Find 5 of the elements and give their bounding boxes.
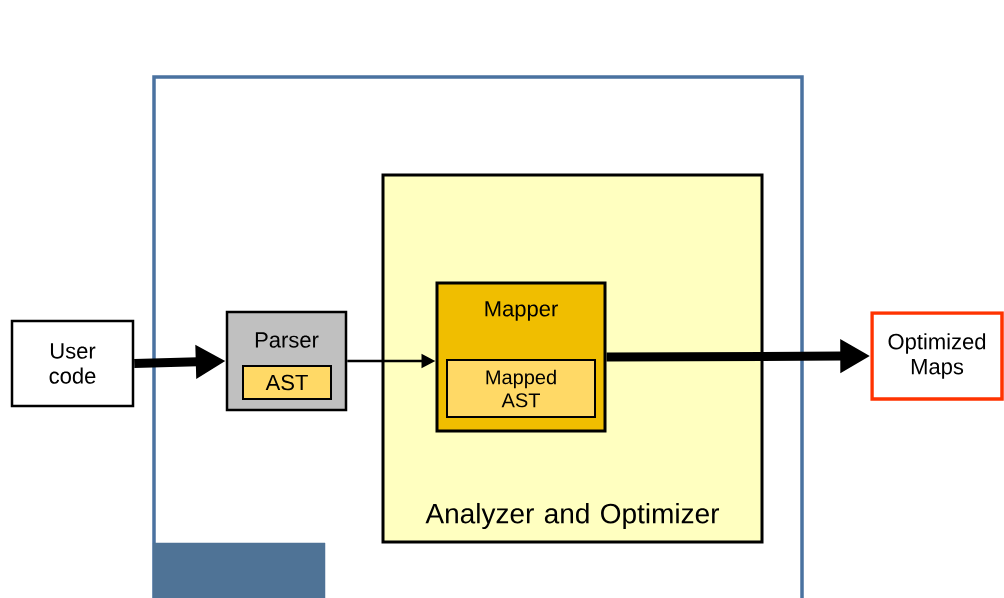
tab-band	[152, 542, 326, 598]
output-box: Optimized Maps	[870, 311, 1004, 401]
input-box: User code	[10, 319, 135, 408]
ast-box: AST	[242, 365, 332, 400]
mapped-ast-box: Mapped AST	[446, 359, 596, 418]
